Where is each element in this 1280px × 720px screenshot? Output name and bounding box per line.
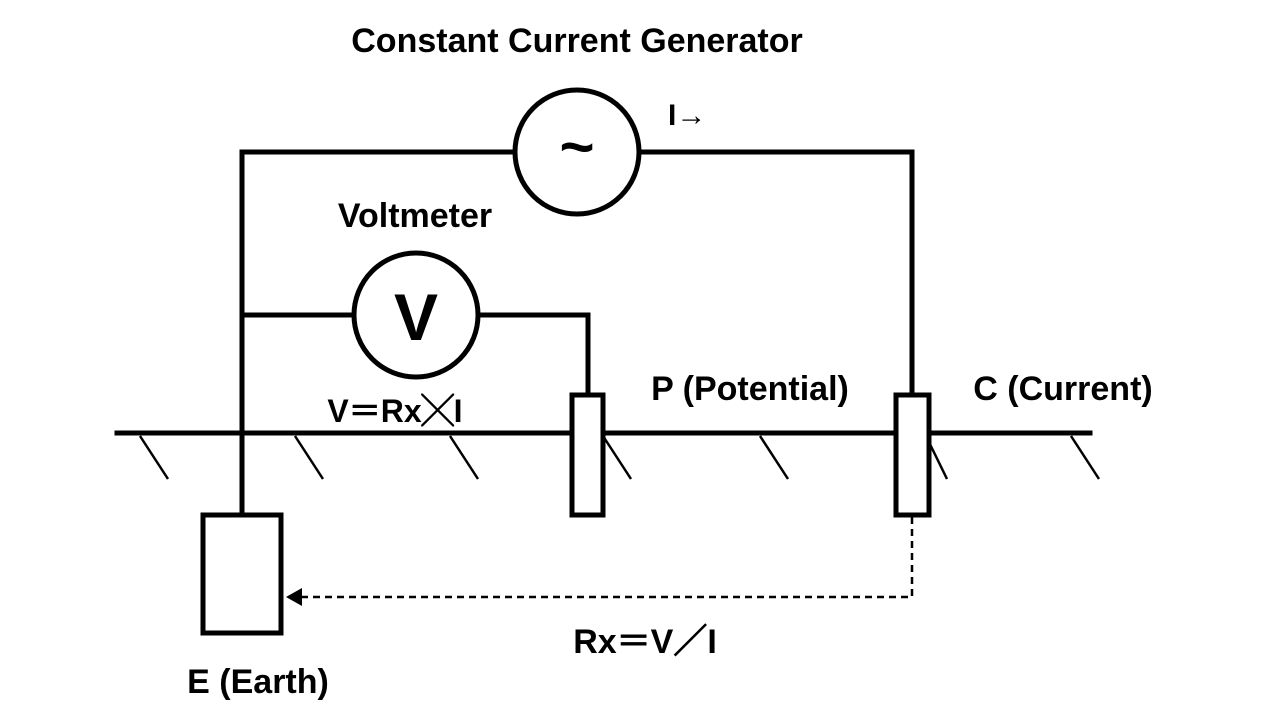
e-electrode xyxy=(200,512,284,636)
resistance-formula: Rx＝V／I xyxy=(573,623,717,661)
ground-hatch xyxy=(1069,435,1101,480)
c-electrode xyxy=(893,392,932,518)
arrowhead-icon xyxy=(286,588,302,606)
voltmeter-symbol: V xyxy=(394,280,438,354)
current-direction-label: I→ xyxy=(668,99,706,132)
generator-circle xyxy=(512,87,642,217)
ground-hatching xyxy=(138,435,1101,480)
ground-hatch xyxy=(601,435,633,480)
ground-hatch xyxy=(293,435,325,480)
generator-title: Constant Current Generator xyxy=(351,22,803,60)
p-electrode xyxy=(569,392,606,518)
voltage-formula: V＝Rx╳I xyxy=(327,393,462,429)
dashed-return-path xyxy=(298,517,914,599)
ground-hatch xyxy=(138,435,170,480)
ground-hatch xyxy=(758,435,790,480)
earth-label: E (Earth) xyxy=(187,663,329,701)
potential-label: P (Potential) xyxy=(651,370,849,408)
ground-hatch xyxy=(448,435,480,480)
current-electrode-label: C (Current) xyxy=(973,370,1152,408)
ac-wave-icon: ~ xyxy=(559,113,594,180)
voltmeter-circle xyxy=(351,250,481,380)
voltmeter-label: Voltmeter xyxy=(338,197,492,235)
